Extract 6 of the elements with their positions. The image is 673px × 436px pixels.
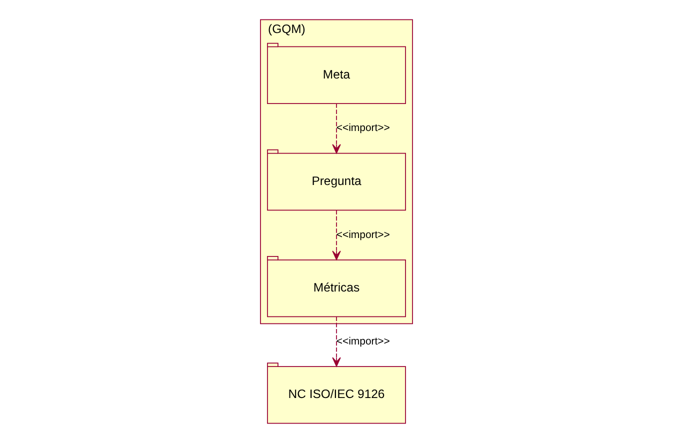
arrow	[332, 103, 341, 154]
edge-label: <<import>>	[336, 336, 390, 348]
edge-label: <<import>>	[336, 123, 390, 134]
arrow	[332, 210, 341, 260]
edge-label: <<import>>	[336, 230, 390, 241]
arrow	[332, 316, 341, 367]
